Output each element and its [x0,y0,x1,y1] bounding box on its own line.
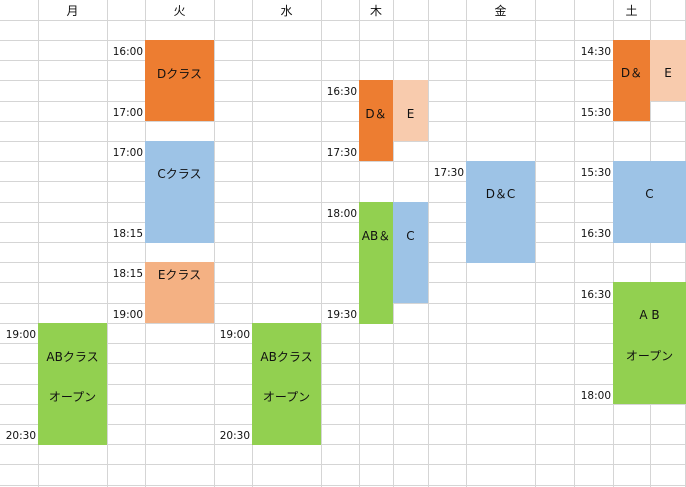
grid-line [574,0,575,487]
grid-line [650,0,651,487]
class-label: Eクラス [157,268,202,282]
time-label: 14:30 [580,46,611,58]
grid-line [428,0,429,487]
time-label: 16:30 [580,289,611,301]
class-label: C [406,229,415,243]
class-block-sat-c[interactable]: C [613,161,686,243]
time-label: 18:15 [112,268,143,280]
class-label: A B [639,308,660,322]
grid-line [0,80,686,81]
grid-line [613,0,614,487]
class-label: ABクラス [46,350,99,364]
day-header-fri: 金 [494,4,507,18]
time-label: 20:30 [219,430,250,442]
time-label: 16:30 [326,86,357,98]
grid-line [0,303,686,304]
grid-line [0,202,686,203]
class-label: E [664,66,672,80]
time-label: 17:30 [433,167,464,179]
day-header-mon: 月 [66,4,79,18]
day-header-wed: 水 [280,4,293,18]
class-block-sat-e[interactable]: E [650,40,686,101]
grid-line [0,282,686,283]
time-label: 16:00 [112,46,143,58]
class-block-thu-e[interactable]: E [393,80,428,141]
class-block-mon-ab[interactable]: ABクラス オープン [38,323,107,445]
grid-line [535,0,536,487]
time-label: 15:30 [580,167,611,179]
class-label: AB＆ [361,229,391,243]
grid-line [0,384,686,385]
grid-line [0,323,686,324]
class-label: D＆C [485,187,516,201]
time-label: 20:30 [5,430,36,442]
class-label: C [645,187,654,201]
class-block-thu-ab[interactable]: AB＆ [359,202,393,324]
grid-line [0,181,686,182]
class-block-sat-d[interactable]: D＆ [613,40,650,121]
grid-line [0,343,686,344]
time-label: 19:30 [326,309,357,321]
grid-line [0,141,686,142]
grid-line [0,242,686,243]
time-label: 18:00 [326,208,357,220]
class-block-thu-c[interactable]: C [393,202,428,303]
class-block-wed-ab[interactable]: ABクラス オープン [252,323,321,445]
time-label: 17:00 [112,107,143,119]
grid-line [145,0,146,487]
grid-line [0,464,686,465]
class-label: オープン [262,390,311,404]
class-block-tue-d[interactable]: Dクラス [145,40,214,121]
grid-line [38,0,39,487]
grid-line [0,161,686,162]
class-label: ABクラス [260,350,313,364]
grid-line [0,101,686,102]
day-header-tue: 火 [173,4,186,18]
grid-line [107,0,108,487]
class-block-fri-dc[interactable]: D＆C [466,161,535,263]
time-label: 19:00 [219,329,250,341]
grid-line [0,404,686,405]
grid-line [0,60,686,61]
grid-line [214,0,215,487]
class-block-tue-c[interactable]: Cクラス [145,141,214,243]
day-header-thu: 木 [369,4,382,18]
grid-line [0,262,686,263]
class-block-tue-e[interactable]: Eクラス [145,262,214,323]
grid-line [0,363,686,364]
class-label: Cクラス [157,167,202,181]
grid-line [252,0,253,487]
class-label: オープン [625,349,674,363]
class-label: オープン [48,390,97,404]
grid-line [321,0,322,487]
grid-line [0,485,686,486]
time-label: 18:15 [112,228,143,240]
class-label: D＆ [365,107,387,121]
class-label: D＆ [620,66,643,80]
grid-line [0,20,686,21]
time-label: 19:00 [112,309,143,321]
time-label: 19:00 [5,329,36,341]
grid-line [0,424,686,425]
grid-line [0,444,686,445]
class-label: Dクラス [156,67,202,81]
class-block-thu-d[interactable]: D＆ [359,80,393,161]
grid-line [0,222,686,223]
time-label: 18:00 [580,390,611,402]
time-label: 15:30 [580,107,611,119]
grid-line [0,121,686,122]
time-label: 17:30 [326,147,357,159]
class-label: E [406,107,415,121]
time-label: 16:30 [580,228,611,240]
class-block-sat-ab[interactable]: A B オープン [613,282,686,404]
time-label: 17:00 [112,147,143,159]
grid-line [0,40,686,41]
day-header-sat: 土 [625,4,638,18]
